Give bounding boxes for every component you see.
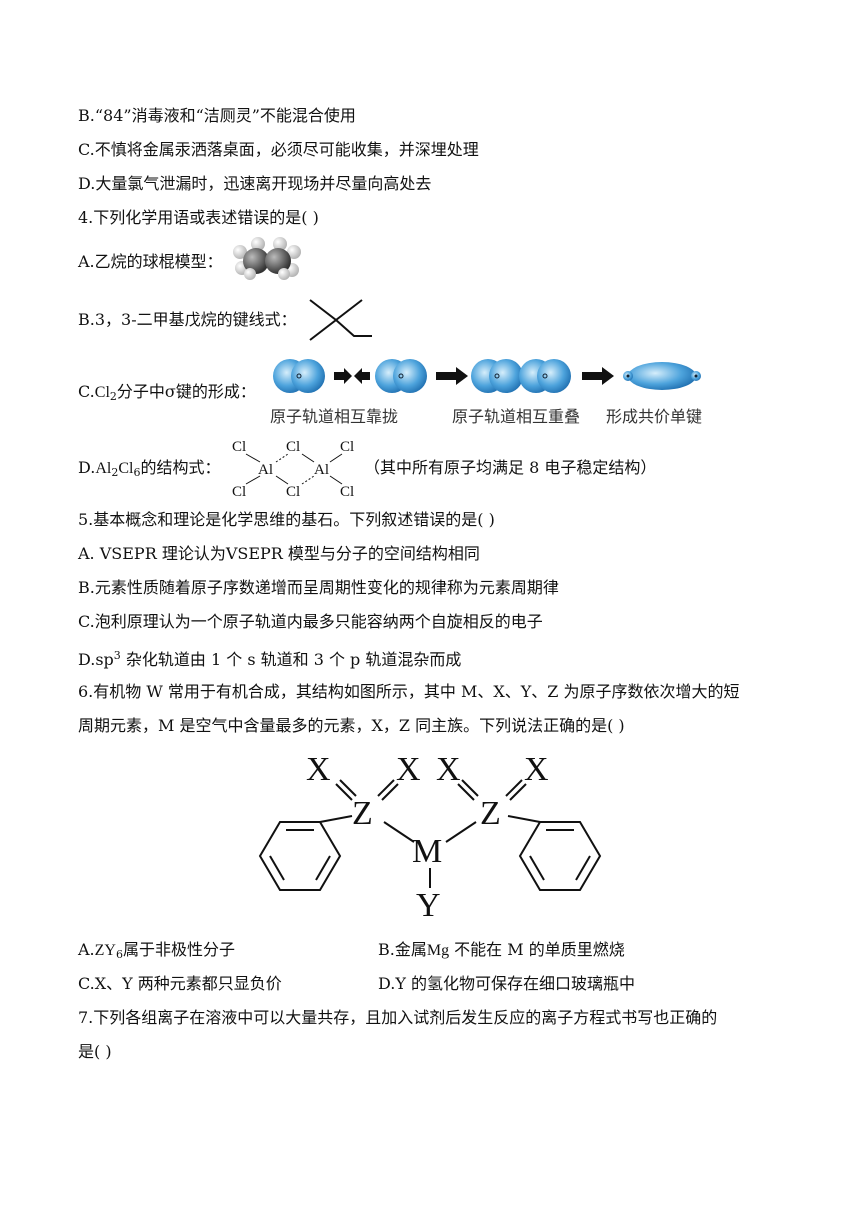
q4-d-formula-al: Al [95,460,112,477]
sigma-bond-formation-diagram [273,359,701,393]
atom-z-1: Z [352,795,373,832]
sigma-caption-overlap: 原子轨道相互重叠 [452,407,581,426]
al2cl6-structural-formula: Cl Cl Cl Al Al Cl Cl Cl [232,439,354,500]
q6-option-a: A.ZY6属于非极性分子 [78,939,235,966]
q4-d-prefix: D. [78,458,96,477]
q6-option-b: B.金属Mg 不能在 M 的单质里燃烧 [378,939,625,962]
q3-option-d: D.大量氯气泄漏时，迅速离开现场并尽量向高处去 [78,174,432,193]
atom-m: M [412,833,442,870]
sigma-caption-approach: 原子轨道相互靠拢 [270,407,399,426]
q5-option-a: A. VSEPR 理论认为VSEPR 模型与分子的空间结构相同 [78,544,480,563]
q5-d-prefix: D.sp [78,650,114,669]
q7-stem-line2: 是( ) [78,1042,112,1061]
q6-a-prefix: A. [78,940,95,959]
q4-option-c: C.Cl2分子中σ键的形成： [78,381,256,408]
q6-option-c: C.X、Y 两种元素都只显负价 [78,974,282,993]
dimethylpentane-skeletal-formula [309,299,372,341]
q6-stem-line2: 周期元素，M 是空气中含量最多的元素，X，Z 同主族。下列说法正确的是( ) [78,716,625,735]
q4-c-prefix: C. [78,382,95,401]
q4-d-note: （其中所有原子均满足 8 电子稳定结构） [364,458,657,477]
cl-top-mid: Cl [286,439,300,455]
q6-b-suffix: 不能在 M 的单质里燃烧 [449,940,625,959]
q4-stem: 4.下列化学用语或表述错误的是( ) [78,208,319,227]
q4-option-a: A.乙烷的球棍模型： [78,252,223,271]
cl-bottom-mid: Cl [286,484,300,500]
q4-d-sub-cl: 6 [133,466,141,479]
q6-a-suffix: 属于非极性分子 [122,940,235,959]
cl-bottom-right: Cl [340,484,354,500]
q6-b-prefix: B.金属 [378,940,427,959]
al-left: Al [258,462,273,478]
atom-x-2: X [396,751,421,788]
q5-option-b: B.元素性质随着原子序数递增而呈周期性变化的规律称为元素周期律 [78,578,559,597]
q5-stem: 5.基本概念和理论是化学思维的基石。下列叙述错误的是( ) [78,510,495,529]
ethane-ball-stick-model [233,237,301,280]
q6-option-d: D.Y 的氢化物可保存在细口玻璃瓶中 [378,974,635,993]
atom-x-1: X [306,751,331,788]
q5-d-sup: 3 [113,649,121,662]
q7-stem-line1: 7.下列各组离子在溶液中可以大量共存，且加入试剂后发生反应的离子方程式书写也正确… [78,1008,718,1027]
q3-option-b: B.“84”消毒液和“洁厕灵”不能混合使用 [78,106,356,125]
q4-option-d: D.Al2Cl6的结构式： [78,457,220,484]
q4-c-suffix: 分子中σ键的形成： [116,382,256,401]
q3-option-c: C.不慎将金属汞洒落桌面，必须尽可能收集，并深埋处理 [78,140,479,159]
q5-option-c: C.泡利原理认为一个原子轨道内最多只能容纳两个自旋相反的电子 [78,612,543,631]
cl-top-right: Cl [340,439,354,455]
atom-z-2: Z [480,795,501,832]
q6-stem-line1: 6.有机物 W 常用于有机合成，其结构如图所示，其中 M、X、Y、Z 为原子序数… [78,682,740,701]
q4-c-formula: Cl [94,384,110,401]
q4-d-suffix: 的结构式： [140,458,221,477]
q5-d-suffix: 杂化轨道由 1 个 s 轨道和 3 个 p 轨道混杂而成 [120,650,462,669]
cl-bottom-left: Cl [232,484,246,500]
q5-option-d: D.sp3 杂化轨道由 1 个 s 轨道和 3 个 p 轨道混杂而成 [78,645,461,671]
q6-a-sub: 6 [115,948,123,961]
al-right: Al [314,462,329,478]
compound-w-structure: X X X X Z Z M Y [258,751,602,924]
q4-d-sub-al: 2 [111,466,119,479]
atom-y: Y [416,887,441,924]
sigma-caption-single-bond: 形成共价单键 [606,407,703,426]
cl-top-left: Cl [232,439,246,455]
q4-option-b: B.3，3-二甲基戊烷的键线式： [78,310,297,329]
q4-c-sub: 2 [109,390,117,403]
q6-a-formula: ZY [94,942,116,959]
q4-d-formula-cl: Cl [118,460,134,477]
q6-b-formula: Mg [426,942,450,959]
atom-x-3: X [436,751,461,788]
atom-x-4: X [524,751,549,788]
